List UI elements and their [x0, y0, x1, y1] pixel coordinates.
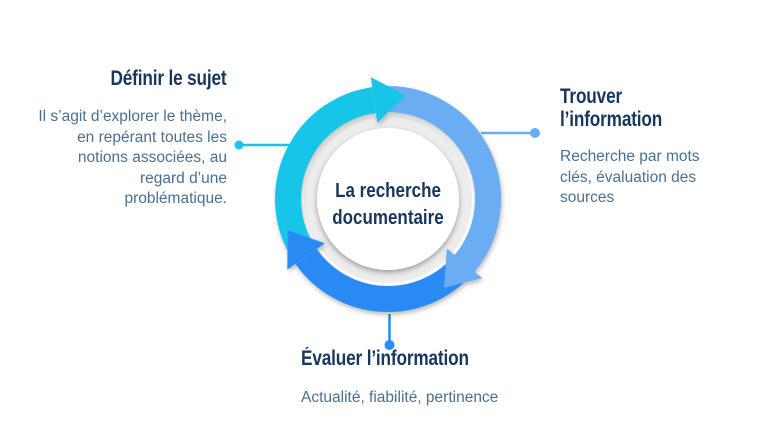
- define-arc: [275, 87, 377, 252]
- find-arc: [387, 86, 501, 272]
- inner-gray-ring: [304, 115, 472, 283]
- step-find-body: Recherche par mots clés, évaluation des …: [560, 148, 700, 206]
- evaluate-arrow-icon: [287, 230, 325, 270]
- step-define: Définir le sujet Il s’agit d’explorer le…: [0, 66, 227, 210]
- step-find: Trouver l’information Recherche par mots…: [560, 85, 760, 209]
- find-connector-dot: [530, 128, 540, 138]
- step-evaluate: Évaluer l’information Actualité, fiabili…: [301, 346, 561, 409]
- step-evaluate-body: Actualité, fiabilité, pertinence: [301, 389, 499, 406]
- center-disc: [317, 128, 459, 270]
- define-connector-dot: [234, 140, 244, 150]
- center-title: La recherche documentaire: [332, 180, 444, 229]
- step-define-heading: Définir le sujet: [110, 67, 227, 90]
- step-evaluate-heading: Évaluer l’information: [301, 347, 469, 370]
- find-arrow-icon: [444, 248, 483, 288]
- step-define-body: Il s’agit d’explorer le thème, en repéra…: [38, 108, 227, 207]
- step-find-heading: Trouver l’information: [560, 85, 663, 131]
- evaluate-connector-dot: [384, 340, 395, 350]
- define-arrow-icon: [370, 77, 406, 123]
